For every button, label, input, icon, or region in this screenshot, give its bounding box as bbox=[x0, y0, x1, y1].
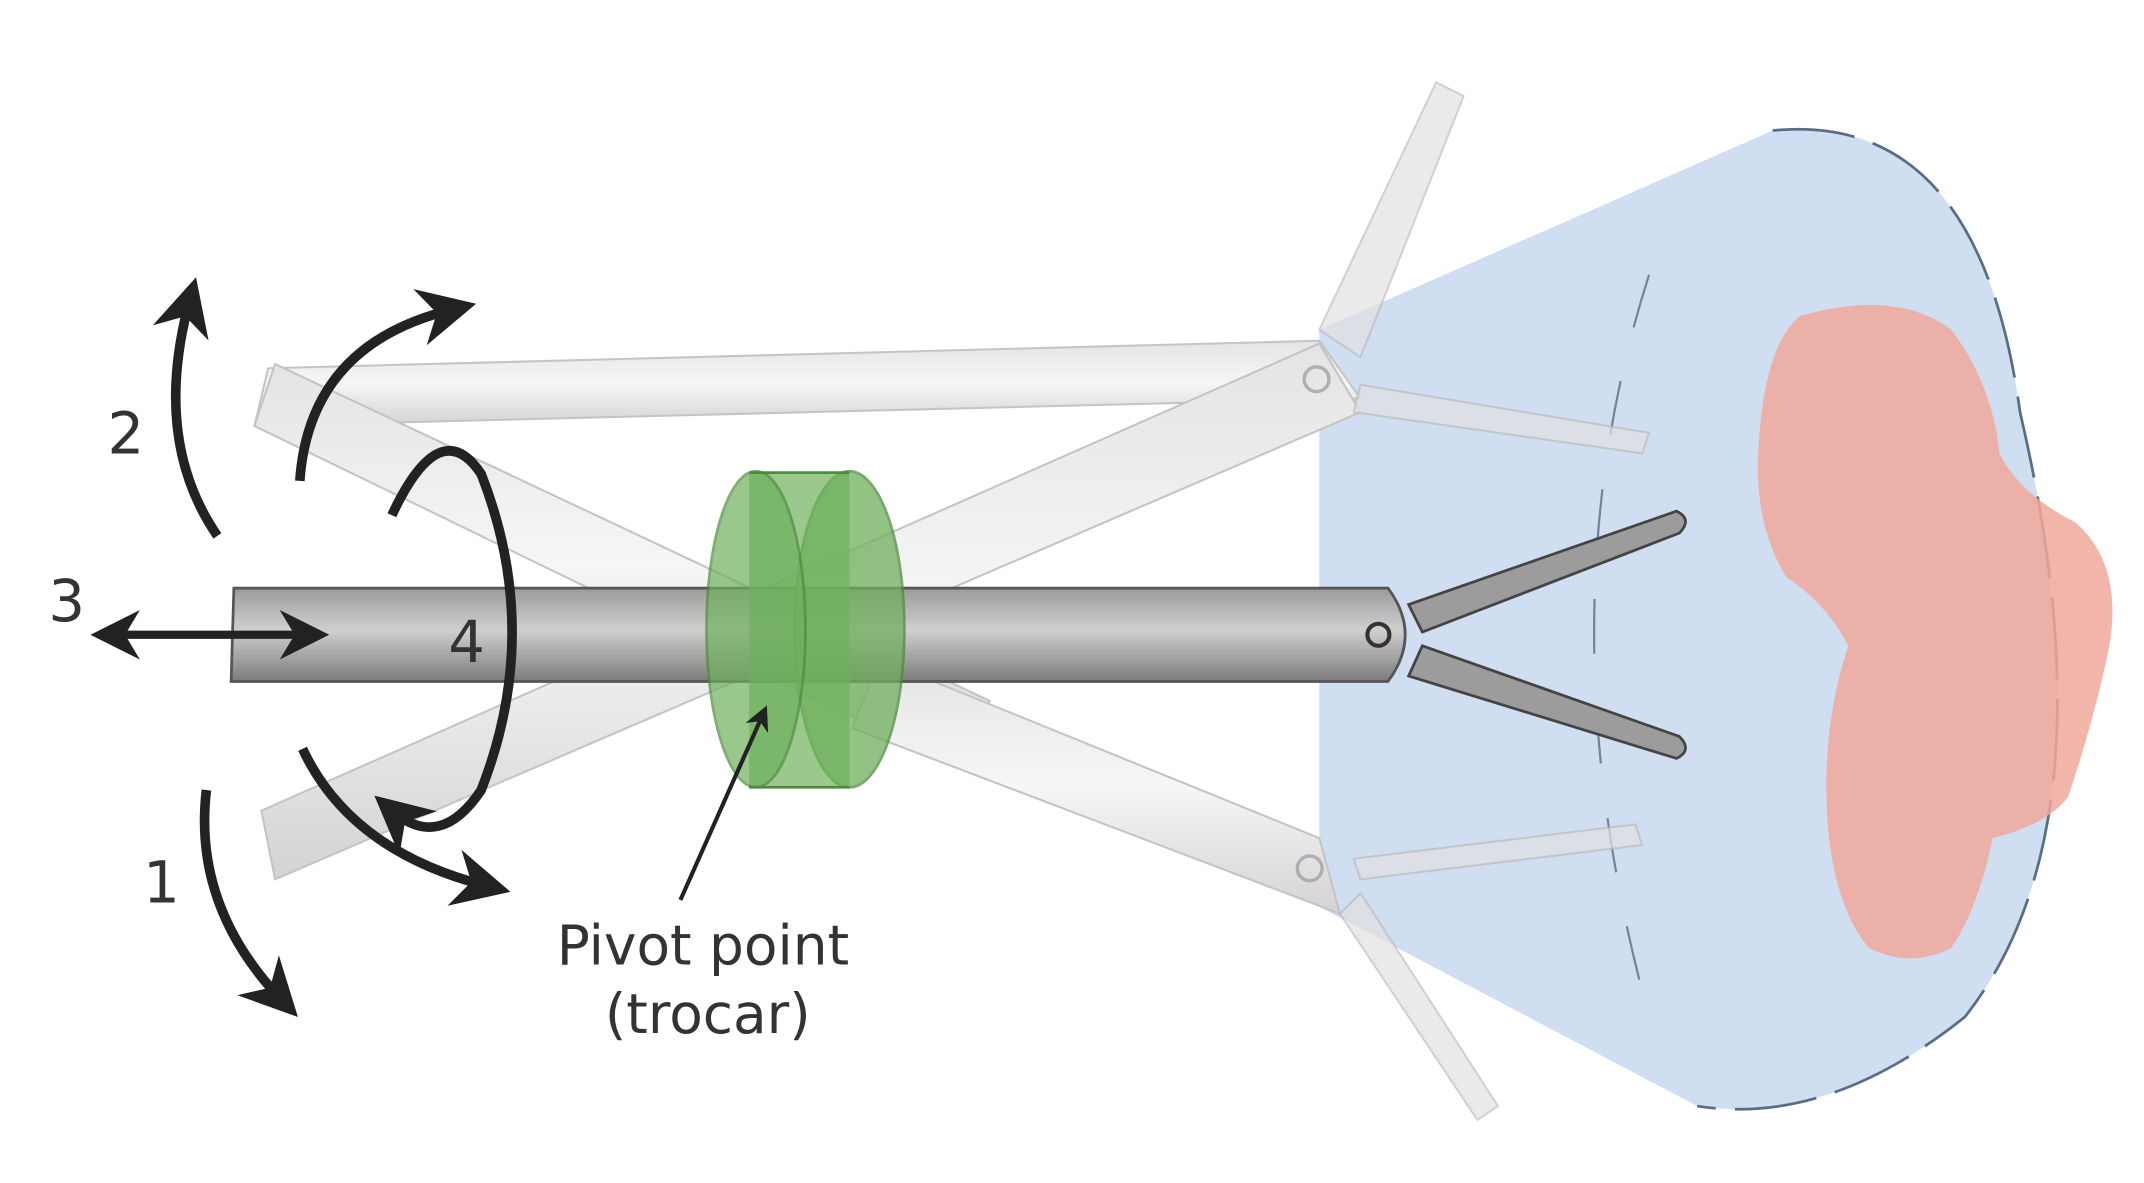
trocar bbox=[705, 469, 906, 789]
ghost-jaws-upper bbox=[1302, 81, 1651, 455]
motion-1-label: 1 bbox=[143, 849, 180, 917]
motion-2-arrow bbox=[152, 277, 222, 539]
pivot-pointer-line bbox=[678, 705, 769, 901]
motion-4-arrow bbox=[374, 446, 517, 856]
main-jaw-upper bbox=[1406, 509, 1687, 634]
rotation-top-arrow bbox=[295, 289, 477, 482]
rotation-bottom-arrow bbox=[298, 746, 511, 906]
main-jaw-pivot bbox=[1365, 621, 1392, 648]
target-tissue bbox=[1757, 305, 2113, 959]
pivot-label-line1: Pivot point bbox=[557, 914, 849, 978]
motion-4-label: 4 bbox=[448, 608, 485, 676]
pivot-label-line2: (trocar) bbox=[605, 982, 811, 1046]
main-jaw-lower bbox=[1406, 644, 1687, 760]
workspace-inner-arc bbox=[1593, 274, 1651, 1018]
motion-2-label: 2 bbox=[107, 399, 144, 467]
motion-3-label: 3 bbox=[48, 567, 85, 635]
ghost-jaws-lower bbox=[1295, 823, 1644, 1122]
ghost-shaft-lower-right bbox=[850, 658, 1342, 916]
motion-1-arrow bbox=[199, 789, 298, 1017]
